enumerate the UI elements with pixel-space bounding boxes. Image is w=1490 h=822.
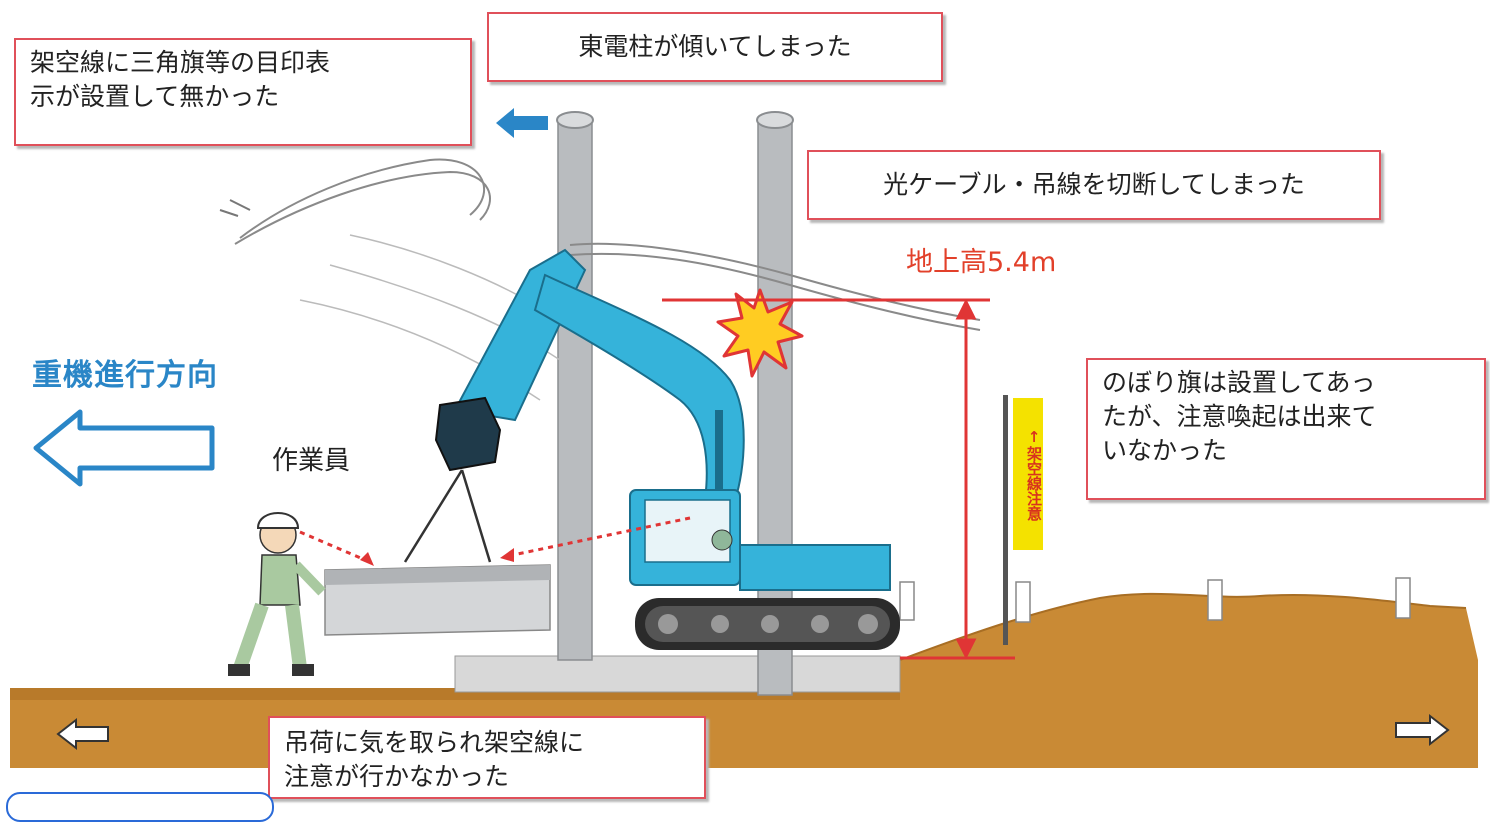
flag-pole bbox=[1003, 395, 1008, 645]
right-arrow-icon bbox=[1395, 713, 1450, 747]
callout-no-marker: 架空線に三角旗等の目印表 示が設置して無かった bbox=[14, 38, 472, 146]
concrete-slab bbox=[454, 655, 901, 693]
tilted-utility-pole bbox=[557, 119, 593, 661]
height-label: 地上高5.4m bbox=[906, 247, 1057, 278]
warning-flag: ↑架空線注意 bbox=[1013, 398, 1043, 550]
suspended-load bbox=[324, 469, 551, 636]
dirt-mound bbox=[900, 593, 1478, 700]
fence-posts bbox=[899, 577, 1411, 623]
sight-line-arrows bbox=[299, 516, 691, 564]
worker-icon bbox=[228, 512, 326, 676]
utility-poles bbox=[556, 111, 794, 696]
height-marker bbox=[662, 298, 1015, 660]
excavator-icon bbox=[434, 248, 900, 650]
callout-pole-tilted: 東電柱が傾いてしまった bbox=[487, 12, 943, 82]
corner-badge bbox=[6, 792, 274, 822]
callout-flag-warning: のぼり旗は設置してあっ たが、注意喚起は出来て いなかった bbox=[1086, 358, 1486, 500]
collision-spark-icon bbox=[716, 288, 804, 378]
tilt-direction-arrow-icon bbox=[496, 108, 548, 138]
callout-cable-cut: 光ケーブル・吊線を切断してしまった bbox=[807, 150, 1381, 220]
ground bbox=[10, 592, 1478, 768]
callout-distracted: 吊荷に気を取られ架空線に 注意が行かなかった bbox=[268, 716, 706, 799]
accident-diagram bbox=[10, 108, 1478, 768]
direction-label: 重機進行方向 bbox=[32, 358, 218, 393]
left-arrow-icon bbox=[33, 409, 215, 487]
ground-left-arrow-icon bbox=[56, 717, 109, 751]
worker-label: 作業員 bbox=[272, 446, 351, 476]
